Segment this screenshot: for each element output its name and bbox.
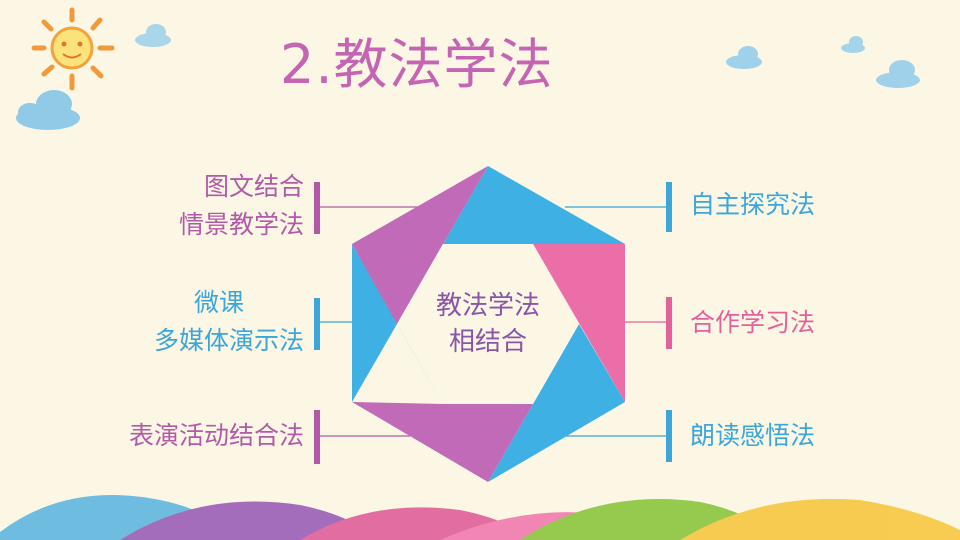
hexagon-segment [533, 244, 625, 402]
center-line-1: 教法学法 [435, 291, 540, 321]
accent-bar [314, 410, 320, 464]
method-line: 图文结合 [203, 172, 304, 201]
accent-bar [666, 182, 672, 232]
accent-bar [314, 182, 320, 234]
hexagon-center-text: 教法学法 相结合 [408, 288, 568, 360]
cloud-icon [841, 36, 865, 53]
hexagon-segment [443, 166, 625, 244]
cloud-icon [726, 46, 762, 69]
method-line: 多媒体演示法 [153, 326, 304, 355]
center-line-2: 相结合 [448, 327, 527, 357]
method-label-right-2: 合作学习法 [690, 308, 816, 337]
hexagon-segment [352, 402, 533, 482]
method-label-right-3: 朗读感悟法 [690, 421, 816, 450]
hexagon-segment [488, 324, 625, 482]
hexagon-segment [352, 166, 488, 324]
method-label-left-1: 图文结合 情景教学法 [150, 168, 304, 244]
accent-bar [314, 298, 320, 350]
method-line: 情景教学法 [178, 210, 304, 239]
method-label-left-2: 微课 多媒体演示法 [110, 284, 304, 360]
sun-icon [31, 7, 115, 91]
cloud-icon [135, 24, 171, 47]
scribble-hills [0, 495, 960, 540]
method-label-left-3: 表演活动结合法 [80, 417, 304, 455]
cloud-icon [16, 90, 80, 130]
cloud-icon [876, 60, 920, 88]
method-label-right-1: 自主探究法 [690, 190, 816, 219]
page-title: 2.教法学法 [280, 33, 554, 96]
method-line: 表演活动结合法 [128, 421, 304, 450]
hexagon-center [397, 244, 579, 404]
accent-bar [666, 297, 672, 349]
method-line: 微课 [193, 288, 244, 317]
accent-bar [666, 410, 672, 462]
